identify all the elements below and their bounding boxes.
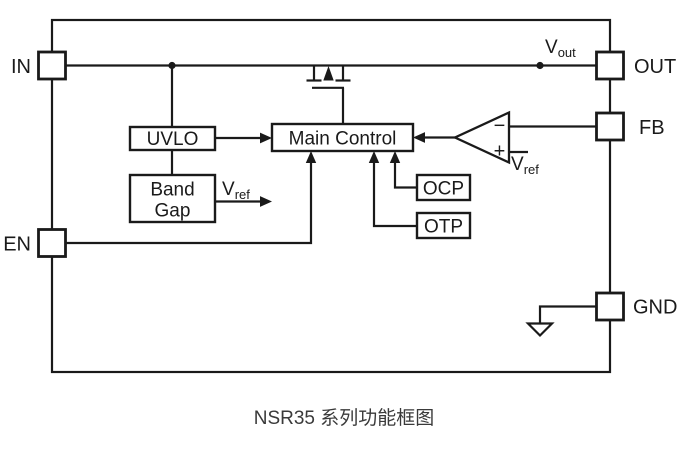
vout-label-base: V bbox=[545, 37, 558, 58]
ground-symbol-icon bbox=[525, 305, 597, 338]
bandgap-label-line2: Gap bbox=[155, 201, 191, 222]
wire-otp-to-main bbox=[372, 162, 417, 228]
vout-label: Vout bbox=[545, 37, 576, 60]
uvlo-box bbox=[128, 125, 217, 152]
comparator-icon: − + bbox=[452, 110, 528, 165]
pin-gnd-label: GND bbox=[633, 297, 677, 319]
junction-dot-uvlo-tap bbox=[168, 61, 176, 70]
wire-en-to-main bbox=[65, 162, 313, 245]
main-control-block: Main Control bbox=[270, 122, 415, 153]
bandgap-label-line1: Band bbox=[150, 180, 194, 201]
pmos-pass-fet-icon bbox=[306, 65, 351, 124]
comparator-minus-label: − bbox=[494, 115, 506, 137]
vref-comparator-sub: ref bbox=[524, 162, 540, 177]
comparator-plus-label: + bbox=[494, 141, 506, 163]
pin-in-square bbox=[37, 50, 67, 81]
arrowhead-uvlo-to-main bbox=[260, 132, 272, 144]
pin-out: OUT bbox=[595, 50, 676, 81]
vref-bandgap-base: V bbox=[222, 179, 235, 200]
arrowhead-otp-to-main bbox=[368, 151, 380, 163]
pin-en-square bbox=[37, 228, 67, 258]
junction-dot-vout bbox=[536, 61, 544, 70]
ocp-label: OCP bbox=[423, 179, 464, 200]
pin-gnd-square bbox=[595, 291, 625, 322]
bandgap-block: Band Gap bbox=[128, 173, 217, 224]
arrowhead-en-to-main bbox=[305, 151, 317, 163]
pin-fb-label: FB bbox=[639, 117, 665, 139]
pin-in: IN bbox=[11, 50, 67, 81]
otp-box bbox=[415, 211, 472, 240]
main-control-box bbox=[270, 122, 415, 153]
chip-boundary bbox=[50, 18, 612, 374]
main-control-label: Main Control bbox=[289, 129, 397, 150]
pin-fb-square bbox=[595, 111, 625, 142]
otp-label: OTP bbox=[424, 217, 463, 238]
vref-bandgap-label: Vref bbox=[222, 179, 250, 202]
pin-out-square bbox=[595, 50, 625, 81]
ground-triangle bbox=[525, 322, 555, 338]
vref-bandgap-sub: ref bbox=[235, 187, 251, 202]
vref-comparator-base: V bbox=[511, 154, 524, 175]
pin-fb: FB bbox=[595, 111, 665, 142]
wire-ocp-to-main bbox=[393, 162, 417, 189]
vref-comparator-label: Vref bbox=[511, 154, 539, 177]
arrowhead-ocp-to-main bbox=[389, 151, 401, 163]
bandgap-box bbox=[128, 173, 217, 224]
pin-en-label: EN bbox=[3, 234, 31, 256]
pin-gnd: GND bbox=[595, 291, 677, 322]
arrowhead-bandgap-vref bbox=[260, 196, 272, 207]
pin-out-label: OUT bbox=[634, 56, 676, 78]
ocp-box bbox=[415, 173, 472, 202]
otp-block: OTP bbox=[415, 211, 472, 240]
ocp-block: OCP bbox=[415, 173, 472, 202]
uvlo-block: UVLO bbox=[128, 125, 217, 152]
fet-arrow bbox=[323, 66, 334, 81]
uvlo-label: UVLO bbox=[147, 129, 199, 150]
arrowhead-comparator-to-main bbox=[413, 132, 425, 143]
vout-label-sub: out bbox=[558, 45, 576, 60]
pin-in-label: IN bbox=[11, 56, 31, 78]
wire-gnd-to-ground bbox=[538, 305, 597, 323]
comparator-triangle bbox=[452, 110, 511, 165]
pin-en: EN bbox=[3, 228, 67, 258]
diagram-caption: NSR35 系列功能框图 bbox=[254, 407, 435, 429]
